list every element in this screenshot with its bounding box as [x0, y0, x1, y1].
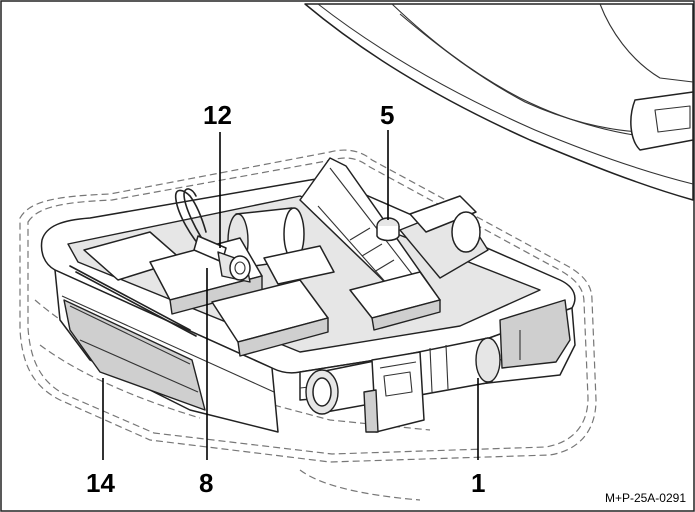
callout-14: 14 — [86, 468, 115, 498]
plug-component — [376, 217, 400, 242]
callout-5: 5 — [380, 100, 394, 130]
callout-8: 8 — [199, 468, 213, 498]
cable-and-connector — [174, 188, 251, 283]
leader-lines — [102, 130, 479, 460]
callout-1: 1 — [471, 468, 485, 498]
holder-bracket — [363, 351, 425, 433]
tray-components — [69, 157, 489, 357]
figure-reference-code: M+P-25A-0291 — [605, 491, 686, 505]
callout-12: 12 — [203, 100, 232, 130]
vehicle-rear-bumper — [304, 3, 694, 201]
